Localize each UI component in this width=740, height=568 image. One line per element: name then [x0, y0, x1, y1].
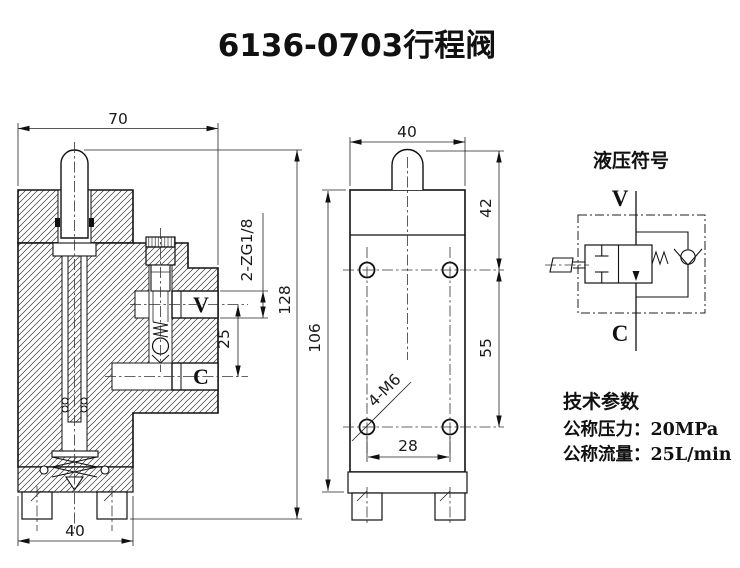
check-branch-line [636, 231, 689, 298]
dim-28: 28 [398, 437, 418, 455]
seal-left [55, 218, 60, 227]
valve-body-section [17, 242, 219, 468]
symbol-heading: 液压符号 [593, 149, 669, 172]
front-plunger [391, 148, 424, 190]
page-title: 6136-0703行程阀 [218, 28, 496, 64]
symbol-port-c: C [612, 321, 629, 346]
symbol-port-v: V [612, 186, 629, 211]
ball-seat [151, 354, 170, 364]
spec-pressure: 公称压力：20MPa [563, 419, 718, 440]
o-ring-left [39, 465, 49, 475]
section-view: V C 70 128 25 40 [17, 110, 302, 546]
tech-specs: 技术参数 公称压力：20MPa 公称流量：25L/min [563, 390, 732, 465]
dim-42: 42 [477, 198, 495, 218]
dim-70: 70 [108, 110, 128, 128]
specs-heading: 技术参数 [563, 390, 640, 413]
front-base-plate [347, 471, 468, 494]
v-port-label: V [193, 292, 209, 317]
flow-arrow [632, 271, 640, 281]
seal-right [89, 218, 94, 227]
dim-55: 55 [477, 338, 495, 358]
dim-128: 128 [276, 285, 294, 315]
spec-flow: 公称流量：25L/min [563, 444, 732, 465]
dim-40-top: 40 [397, 123, 417, 141]
symbol-enclosure [577, 214, 706, 314]
c-port-label: C [193, 364, 209, 389]
plunger [60, 149, 89, 239]
o-ring-right [100, 465, 110, 475]
dim-25: 25 [215, 329, 233, 349]
thread-callout-zg18: 2-ZG1/8 [238, 218, 256, 281]
symbol-spring [651, 250, 669, 266]
check-valve-seat [673, 248, 703, 266]
dim-40-base: 40 [65, 522, 85, 540]
spec-pressure-value: 20MPa [651, 420, 719, 440]
check-valve-ball [680, 249, 696, 265]
spec-flow-label: 公称流量： [563, 444, 651, 465]
dim-106: 106 [306, 323, 324, 353]
front-view: 40 42 55 106 28 4-M6 [306, 123, 504, 526]
spec-flow-value: 25L/min [651, 445, 732, 465]
hydraulic-symbol: 液压符号 V C [545, 149, 706, 351]
spring-seat [51, 450, 99, 458]
spec-pressure-label: 公称压力： [563, 419, 651, 440]
